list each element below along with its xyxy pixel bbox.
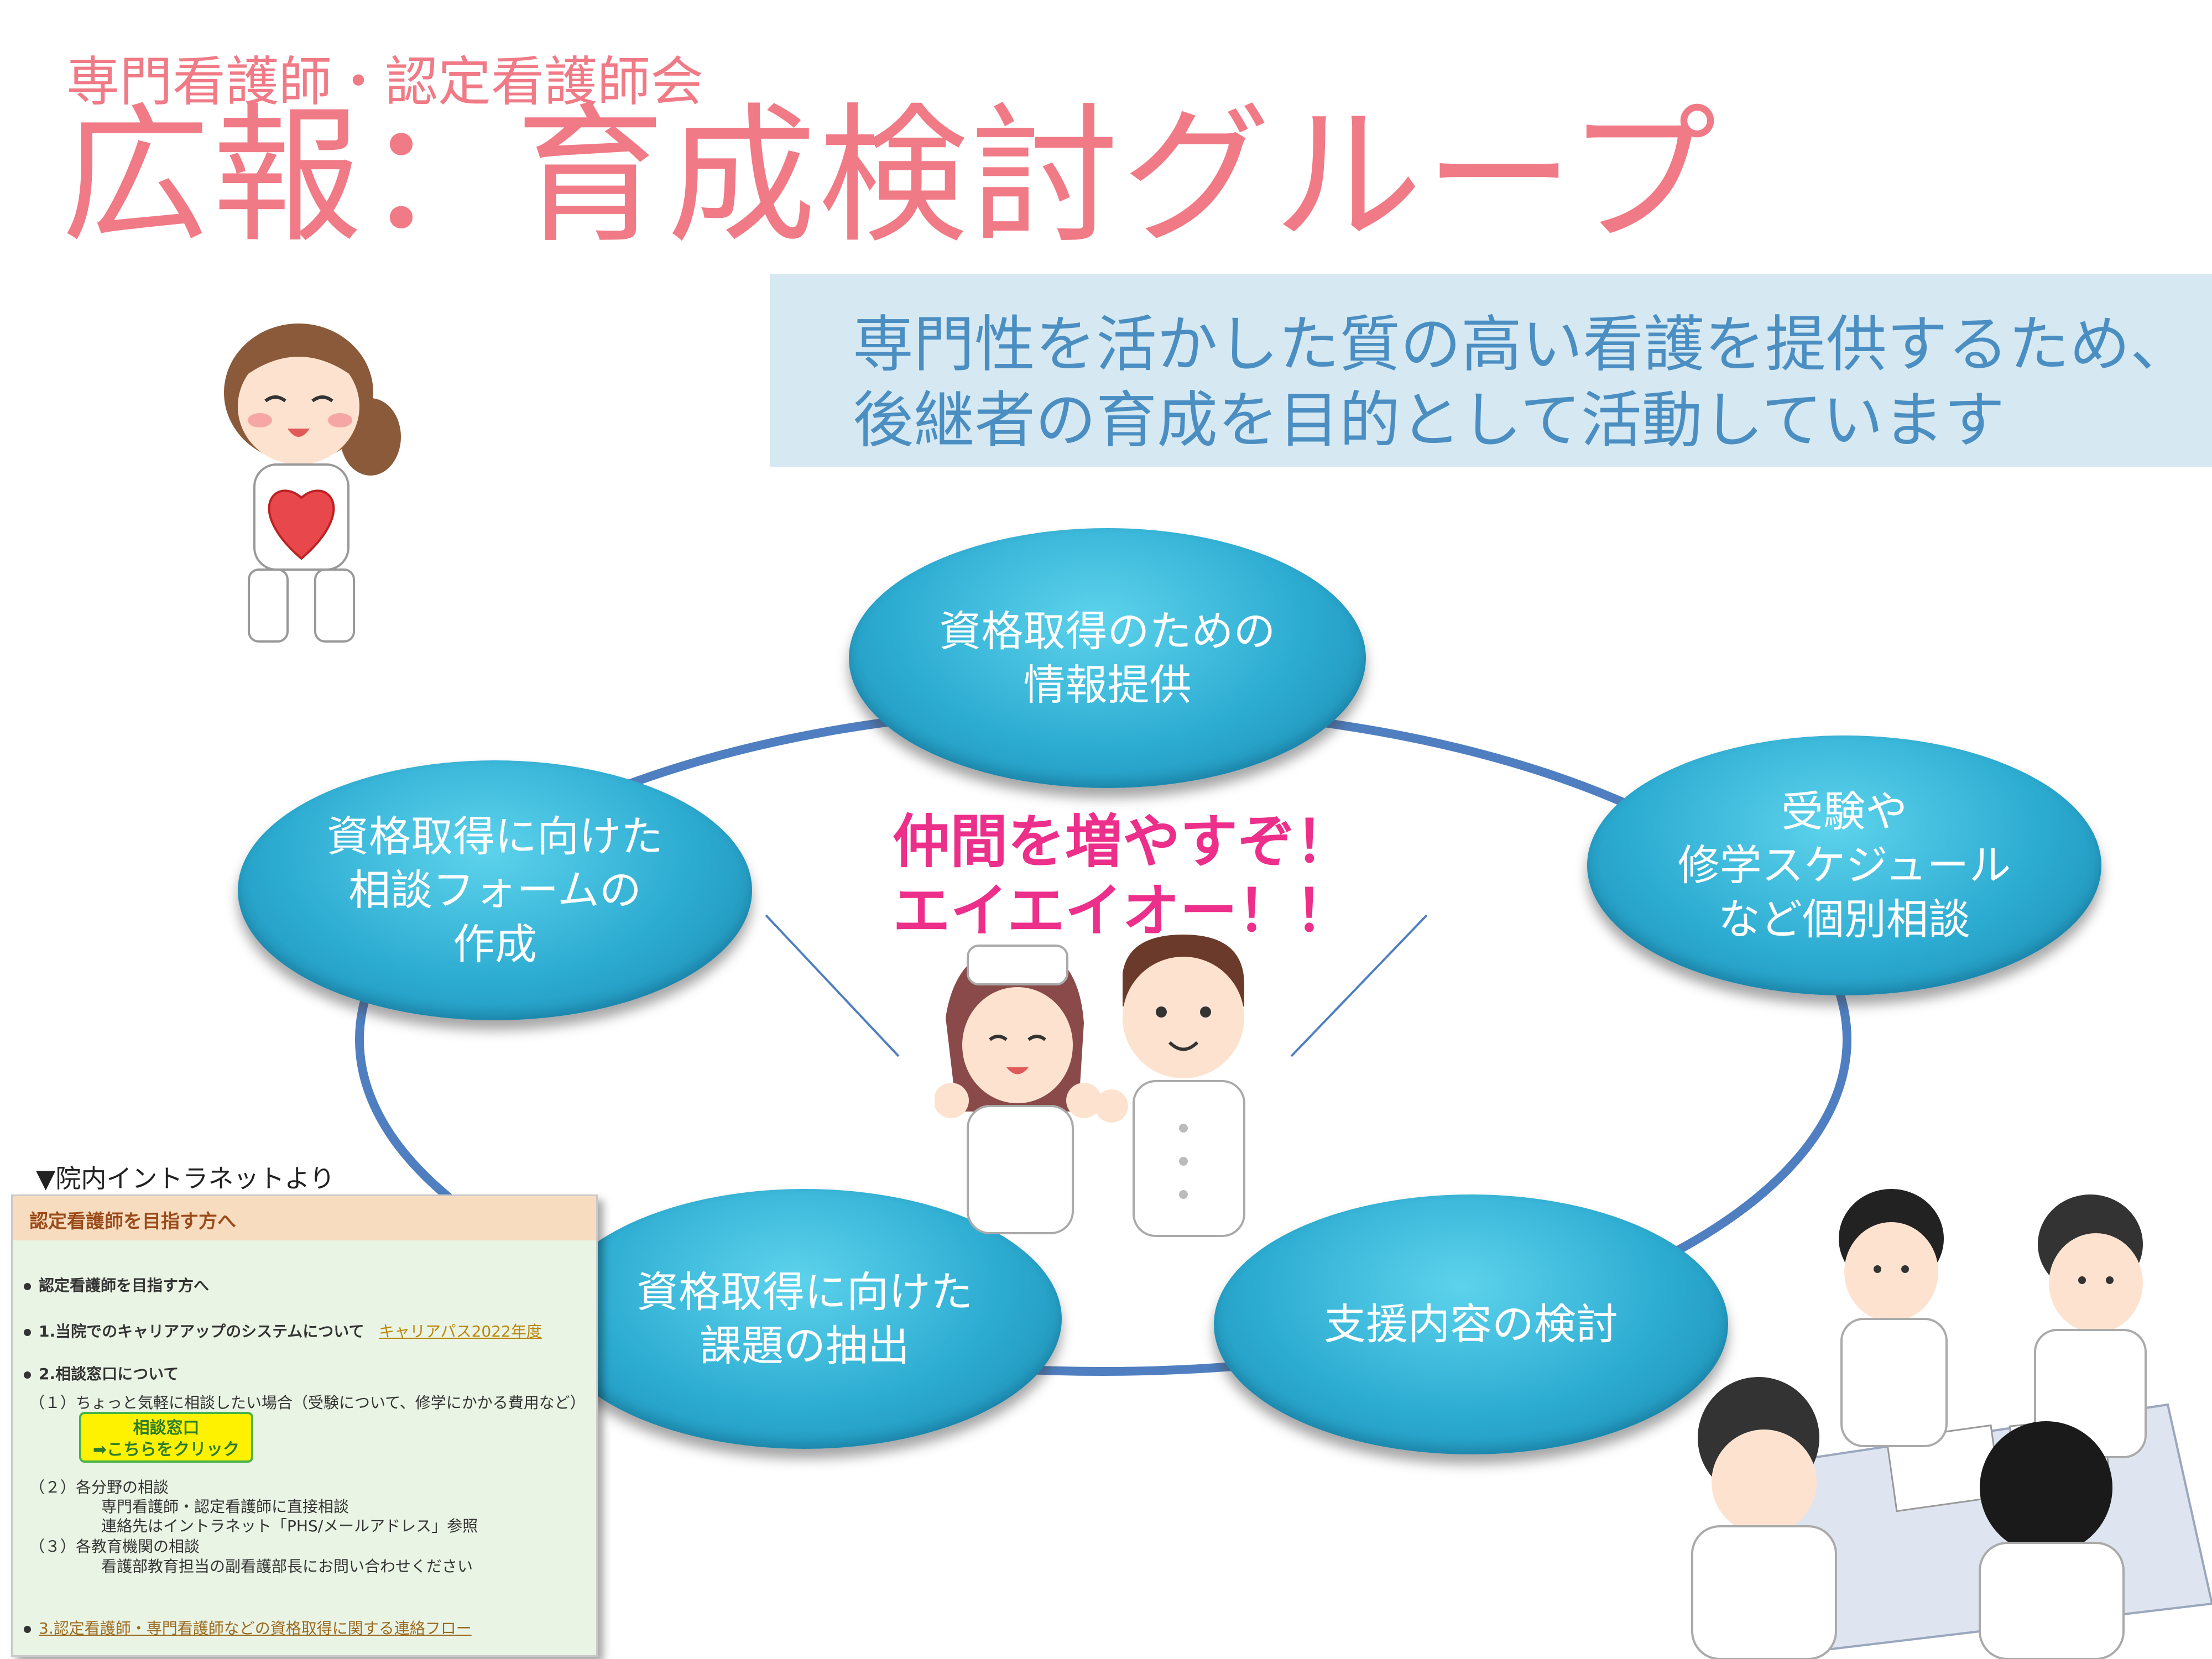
- career-path-link[interactable]: キャリアパス2022年度: [379, 1322, 542, 1340]
- panel-item-1: 認定看護師を目指す方へ: [24, 1274, 209, 1296]
- panel-header-text: 認定看護師を目指す方へ: [29, 1211, 236, 1233]
- cycle-item-info-provision: 資格取得のための 情報提供: [849, 528, 1366, 788]
- panel-header: [13, 1196, 596, 1240]
- bullet-icon: [24, 1328, 31, 1336]
- cycle-item-label: 支援内容の検討: [1324, 1300, 1618, 1349]
- panel-sub-2: （２）各分野の相談: [29, 1478, 169, 1496]
- mission-line-2: 後継者の育成を目的として活動しています: [853, 385, 2005, 456]
- cycle-item-support-review: 支援内容の検討: [1214, 1194, 1728, 1454]
- panel-sub-3a: 看護部教育担当の副看護部長にお問い合わせください: [101, 1557, 473, 1575]
- cycle-item-consultation-form: 資格取得に向けた 相談フォームの 作成: [238, 760, 752, 1020]
- panel-sub-3: （３）各教育機関の相談: [29, 1537, 200, 1556]
- panel-item-4: 3.認定看護師・専門看護師などの資格取得に関する連絡フロー: [24, 1616, 472, 1639]
- panel-item-3: 2.相談窓口について: [24, 1362, 179, 1384]
- consultation-button[interactable]: 相談窓口 ➡こちらをクリック: [79, 1412, 253, 1463]
- contact-flow-link[interactable]: 3.認定看護師・専門看護師などの資格取得に関する連絡フロー: [39, 1619, 472, 1637]
- meeting-group-illustration: [1691, 1189, 2212, 1659]
- page-title: 広報：育成検討グループ: [61, 89, 1719, 263]
- bullet-icon: [24, 1371, 31, 1379]
- bullet-icon: [24, 1625, 31, 1633]
- cycle-item-label: 資格取得に向けた 相談フォームの 作成: [327, 812, 663, 969]
- panel-sub-1: （１）ちょっと気軽に相談したい場合（受験について、修学にかかる費用など）: [29, 1394, 586, 1412]
- bullet-icon: [24, 1282, 31, 1290]
- panel-sub-2b: 連絡先はイントラネット「PHS/メールアドレス」参照: [101, 1517, 478, 1535]
- cheer-text: 仲間を増やすぞ！ エイエイオー！！: [892, 808, 1353, 945]
- connector-line-left: [765, 914, 900, 1057]
- connector-line-right: [1290, 914, 1428, 1057]
- cycle-item-label: 資格取得に向けた 課題の抽出: [637, 1267, 973, 1370]
- cycle-item-issue-extraction: 資格取得に向けた 課題の抽出: [547, 1189, 1062, 1449]
- cycle-item-label: 受験や 修学スケジュール など個別相談: [1677, 787, 2011, 944]
- page-subtitle: 専門看護師・認定看護師会: [66, 51, 703, 113]
- mission-banner: 専門性を活かした質の高い看護を提供するため、 後継者の育成を目的として活動してい…: [770, 274, 2212, 467]
- cycle-item-label: 資格取得のための 情報提供: [939, 606, 1276, 709]
- panel-item-2: 1.当院でのキャリアアップのシステムについて キャリアパス2022年度: [24, 1319, 542, 1342]
- mission-line-1: 専門性を活かした質の高い看護を提供するため、: [853, 309, 2191, 380]
- nurses-cheer-illustration: [935, 935, 1245, 1237]
- intranet-screenshot-panel: 認定看護師を目指す方へ 認定看護師を目指す方へ 1.当院でのキャリアアップのシス…: [11, 1194, 598, 1657]
- nurse-heart-illustration: [224, 324, 401, 643]
- intranet-label: ▼院内イントラネットより: [36, 1164, 335, 1193]
- cycle-item-individual-consultation: 受験や 修学スケジュール など個別相談: [1587, 735, 2101, 995]
- panel-sub-2a: 専門看護師・認定看護師に直接相談: [101, 1498, 349, 1516]
